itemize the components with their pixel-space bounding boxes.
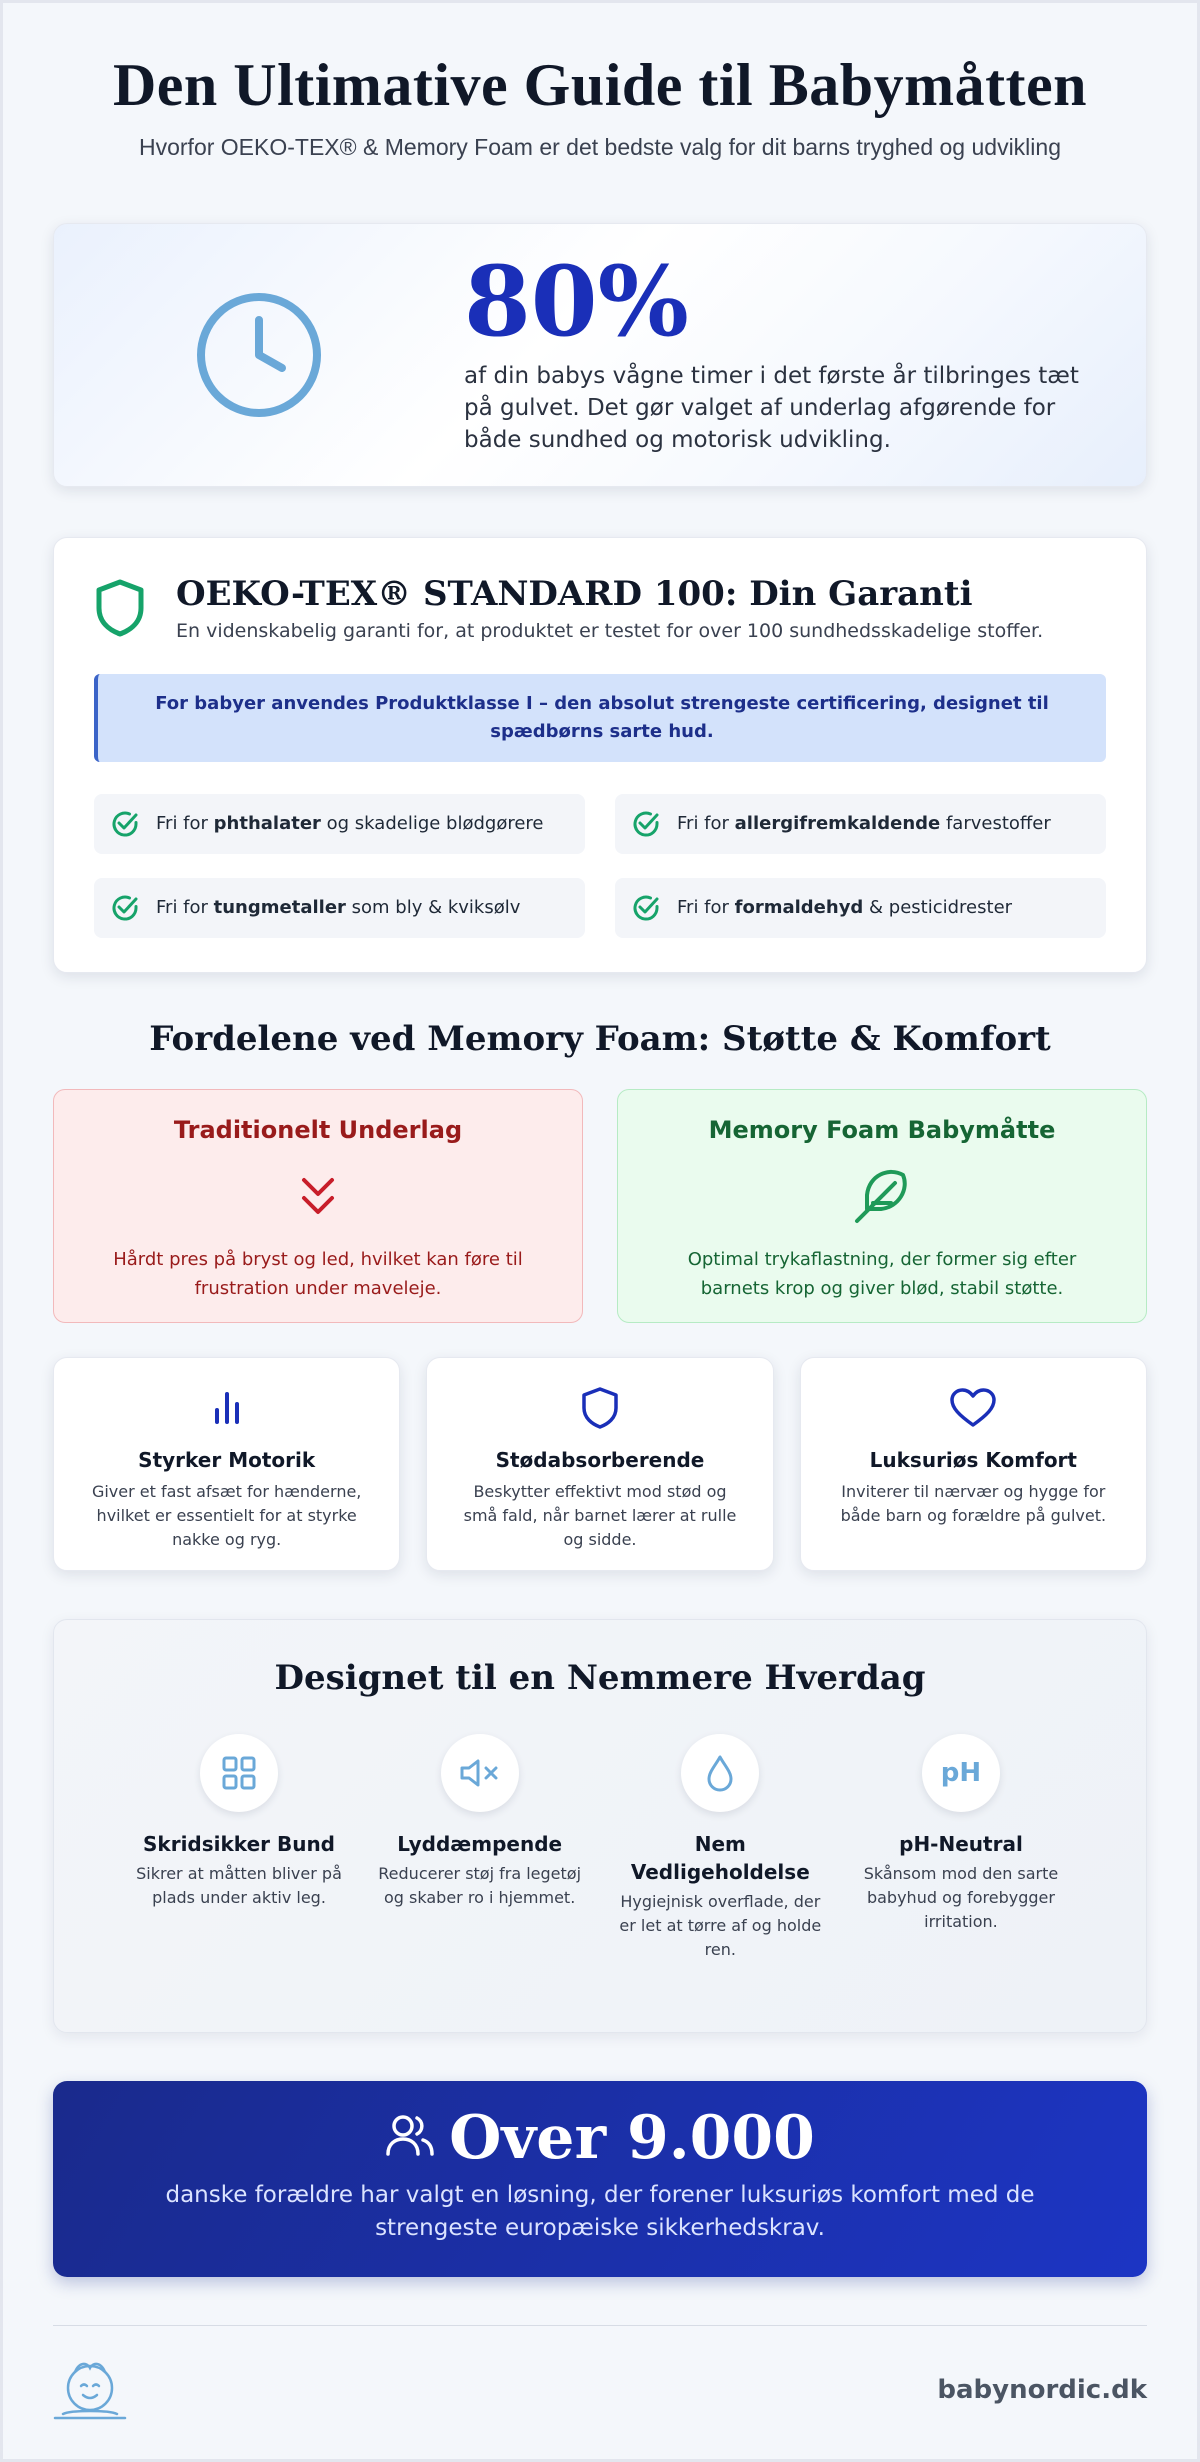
oeko-item: Fri for tungmetaller som bly & kviksølv [94, 877, 585, 938]
baby-face-logo-icon [53, 2356, 127, 2424]
memory-foam-text: Optimal trykaflastning, der former sig e… [687, 1249, 1077, 1299]
memory-foam-card: Memory Foam Babymåtte Optimal trykaflast… [617, 1089, 1147, 1323]
clock-icon [54, 290, 464, 420]
header: Den Ultimative Guide til Babymåtten Hvor… [53, 3, 1147, 161]
shield-icon [427, 1386, 772, 1430]
chevrons-down-icon [54, 1164, 582, 1228]
grid-icon [200, 1734, 278, 1812]
everyday-item-text: Hygiejnisk overflade, der er let at tørr… [619, 1892, 822, 1959]
feature-title: Luksuriøs Komfort [869, 1448, 1077, 1472]
everyday-item-title: Skridsikker Bund [143, 1832, 335, 1856]
feature-text: Inviterer til nærvær og hygge for både b… [840, 1482, 1107, 1525]
feature-card: Luksuriøs Komfort Inviterer til nærvær o… [799, 1357, 1147, 1571]
check-circle-icon [633, 811, 659, 837]
feature-title: Stødabsorberende [495, 1448, 705, 1472]
oeko-item: Fri for formaldehyd & pesticidrester [615, 877, 1106, 938]
traditional-title: Traditionelt Underlag [173, 1116, 463, 1144]
feature-text: Giver et fast afsæt for hænderne, hvilke… [91, 1482, 362, 1549]
oeko-item: Fri for phthalater og skadelige blødgøre… [94, 793, 585, 854]
site-link[interactable]: babynordic.dk [937, 2375, 1147, 2405]
everyday-section: Designet til en Nemmere Hverdag Skridsik… [53, 1619, 1147, 2033]
page-title: Den Ultimative Guide til Babymåtten [112, 52, 1088, 118]
feature-card: Stødabsorberende Beskytter effektivt mod… [426, 1357, 774, 1571]
oeko-item: Fri for allergifremkaldende farvestoffer [615, 793, 1106, 854]
everyday-item: Skridsikker Bund Sikrer at måtten bliver… [134, 1734, 344, 1962]
memory-foam-card-title: Memory Foam Babymåtte [708, 1116, 1056, 1144]
check-circle-icon [633, 895, 659, 921]
check-circle-icon [112, 811, 138, 837]
oeko-note: For babyer anvendes Produktklasse I – de… [94, 674, 1106, 762]
everyday-item-text: Skånsom mod den sarte babyhud og forebyg… [863, 1864, 1059, 1931]
feather-icon [618, 1164, 1146, 1228]
users-icon [385, 2103, 435, 2173]
everyday-item-text: Reducerer støj fra legetøj og skaber ro … [378, 1864, 582, 1907]
shield-icon [94, 578, 146, 642]
stat-card: 80% af din babys vågne timer i det først… [53, 223, 1147, 487]
everyday-item: pH pH-Neutral Skånsom mod den sarte baby… [856, 1734, 1066, 1962]
banner-text: danske forældre har valgt en løsning, de… [165, 2182, 1035, 2242]
social-proof-banner: Over 9.000 danske forældre har valgt en … [53, 2081, 1147, 2277]
oeko-title: OEKO-TEX® STANDARD 100: Din Garanti [176, 574, 973, 614]
ph-icon: pH [921, 1734, 1000, 1812]
comparison: Traditionelt Underlag Hårdt pres på brys… [53, 1089, 1147, 1323]
stat-description: af din babys vågne timer i det første år… [464, 362, 1079, 454]
everyday-item-title: Nem Vedligeholdelse [630, 1832, 810, 1884]
banner-value: Over 9.000 [449, 2103, 815, 2173]
everyday-item-title: pH-Neutral [899, 1832, 1023, 1856]
page-subtitle: Hvorfor OEKO-TEX® & Memory Foam er det b… [139, 134, 1061, 160]
everyday-item: Nem Vedligeholdelse Hygiejnisk overflade… [615, 1734, 825, 1962]
everyday-title: Designet til en Nemmere Hverdag [274, 1658, 926, 1698]
traditional-card: Traditionelt Underlag Hårdt pres på brys… [53, 1089, 583, 1323]
feature-card: Styrker Motorik Giver et fast afsæt for … [53, 1357, 401, 1571]
heart-icon [801, 1386, 1146, 1430]
stat-value: 80% [464, 244, 689, 358]
memory-foam-title: Fordelene ved Memory Foam: Støtte & Komf… [149, 1019, 1051, 1059]
everyday-item-text: Sikrer at måtten bliver på plads under a… [136, 1864, 342, 1907]
feature-list: Styrker Motorik Giver et fast afsæt for … [53, 1357, 1147, 1571]
traditional-text: Hårdt pres på bryst og led, hvilket kan … [113, 1249, 523, 1299]
everyday-item: Lyddæmpende Reducerer støj fra legetøj o… [375, 1734, 585, 1962]
speaker-muted-icon [440, 1734, 519, 1812]
droplet-icon [681, 1734, 760, 1812]
feature-text: Beskytter effektivt mod stød og små fald… [463, 1482, 737, 1549]
oeko-tex-card: OEKO-TEX® STANDARD 100: Din Garanti En v… [53, 537, 1147, 973]
everyday-item-title: Lyddæmpende [397, 1832, 563, 1856]
bar-chart-icon [54, 1386, 399, 1430]
feature-title: Styrker Motorik [138, 1448, 316, 1472]
footer: babynordic.dk [53, 2325, 1147, 2424]
check-circle-icon [112, 895, 138, 921]
oeko-subtitle: En videnskabelig garanti for, at produkt… [176, 620, 1044, 642]
